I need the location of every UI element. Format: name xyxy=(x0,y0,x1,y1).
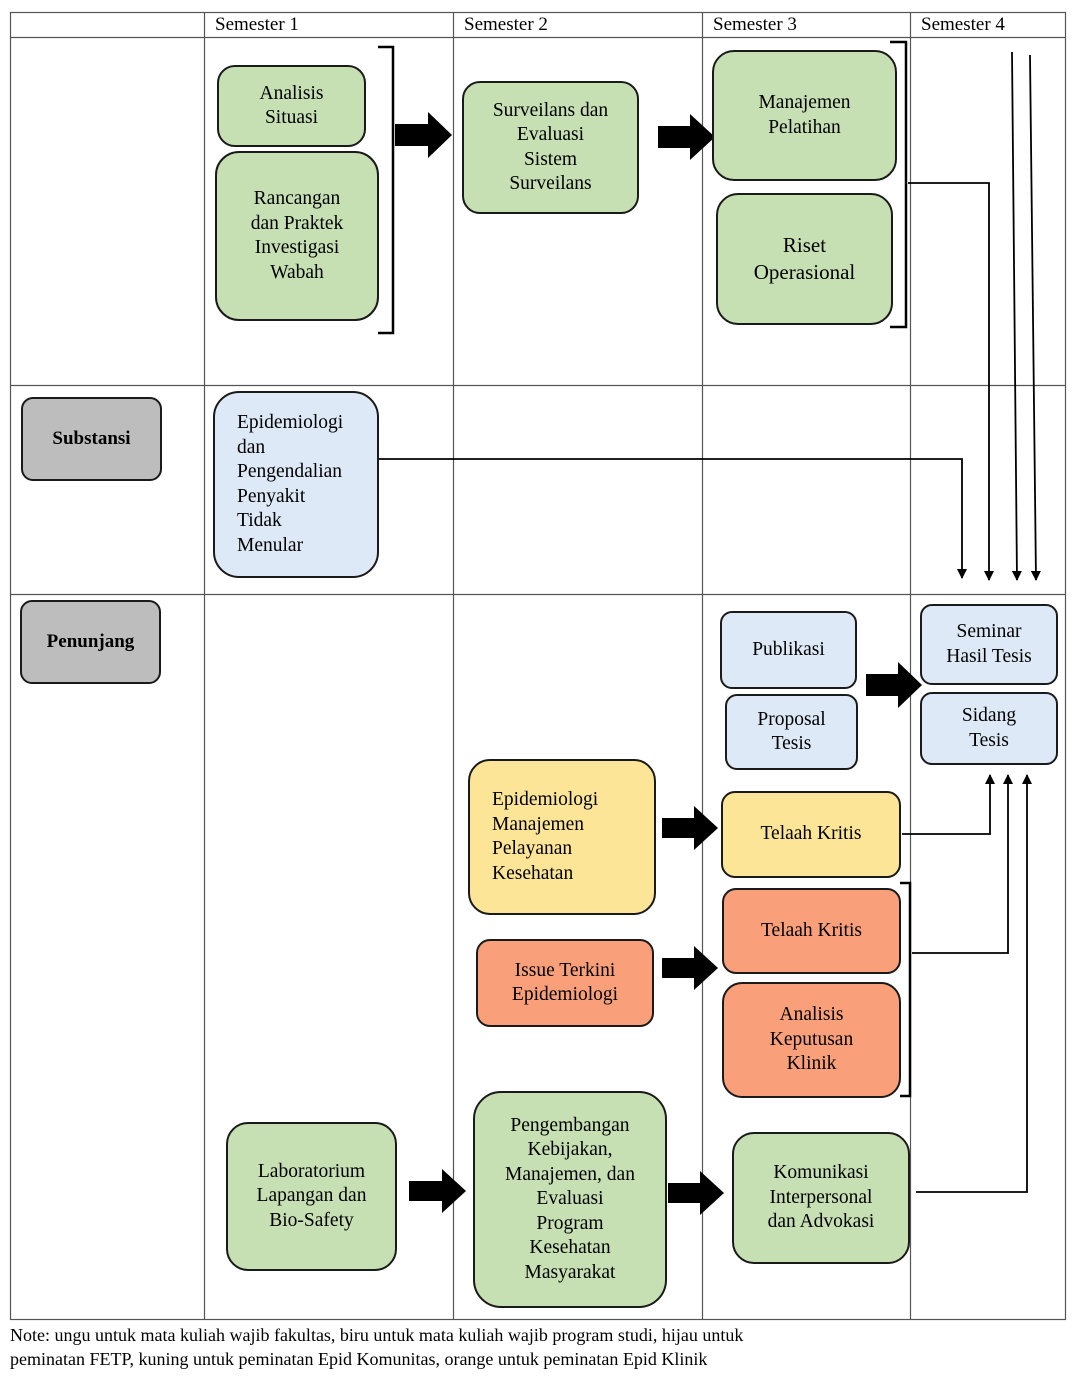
box-seminar-hasil-tesis: Seminar Hasil Tesis xyxy=(920,604,1058,685)
box-analisis-situasi: Analisis Situasi xyxy=(217,65,366,147)
header-semester-2: Semester 2 xyxy=(464,14,548,35)
box-sidang-tesis: Sidang Tesis xyxy=(920,692,1058,765)
box-manajemen-pelatihan: Manajemen Pelatihan xyxy=(712,50,897,181)
table-grid xyxy=(9,11,1067,1321)
footnote-line-1: Note: ungu untuk mata kuliah wajib fakul… xyxy=(10,1325,744,1345)
header-semester-1: Semester 1 xyxy=(215,14,299,35)
header-semester-4: Semester 4 xyxy=(921,14,1005,35)
box-riset-operasional: Riset Operasional xyxy=(716,193,893,325)
row-label-penunjang: Penunjang xyxy=(20,600,161,684)
footnote-line-2: peminatan FETP, kuning untuk peminatan E… xyxy=(10,1349,708,1369)
box-analisis-keputusan-klinik: Analisis Keputusan Klinik xyxy=(722,982,901,1098)
box-rancangan-praktek-investigasi-wabah: Rancangan dan Praktek Investigasi Wabah xyxy=(215,151,379,321)
footnote: Note: ungu untuk mata kuliah wajib fakul… xyxy=(10,1323,1080,1371)
box-epidemiologi-ptm: Epidemiologi dan Pengendalian Penyakit T… xyxy=(213,391,379,578)
box-surveilans-evaluasi: Surveilans dan Evaluasi Sistem Surveilan… xyxy=(462,81,639,214)
box-komunikasi-interpersonal: Komunikasi Interpersonal dan Advokasi xyxy=(732,1132,910,1264)
box-issue-terkini-epidemiologi: Issue Terkini Epidemiologi xyxy=(476,939,654,1027)
box-telaah-kritis-orange: Telaah Kritis xyxy=(722,888,901,974)
brackets xyxy=(378,40,912,1098)
row-label-substansi: Substansi xyxy=(21,397,162,481)
box-proposal-tesis: Proposal Tesis xyxy=(725,694,858,770)
box-publikasi: Publikasi xyxy=(720,611,857,689)
box-pengembangan-kebijakan: Pengembangan Kebijakan, Manajemen, dan E… xyxy=(473,1091,667,1308)
box-telaah-kritis-yellow: Telaah Kritis xyxy=(721,791,901,878)
block-arrows xyxy=(395,112,922,1215)
box-epidemiologi-manajemen-pelayanan: Epidemiologi Manajemen Pelayanan Kesehat… xyxy=(468,759,656,915)
header-semester-3: Semester 3 xyxy=(713,14,797,35)
box-laboratorium-lapangan: Laboratorium Lapangan dan Bio-Safety xyxy=(226,1122,397,1271)
connector-arrows xyxy=(378,51,1041,1193)
